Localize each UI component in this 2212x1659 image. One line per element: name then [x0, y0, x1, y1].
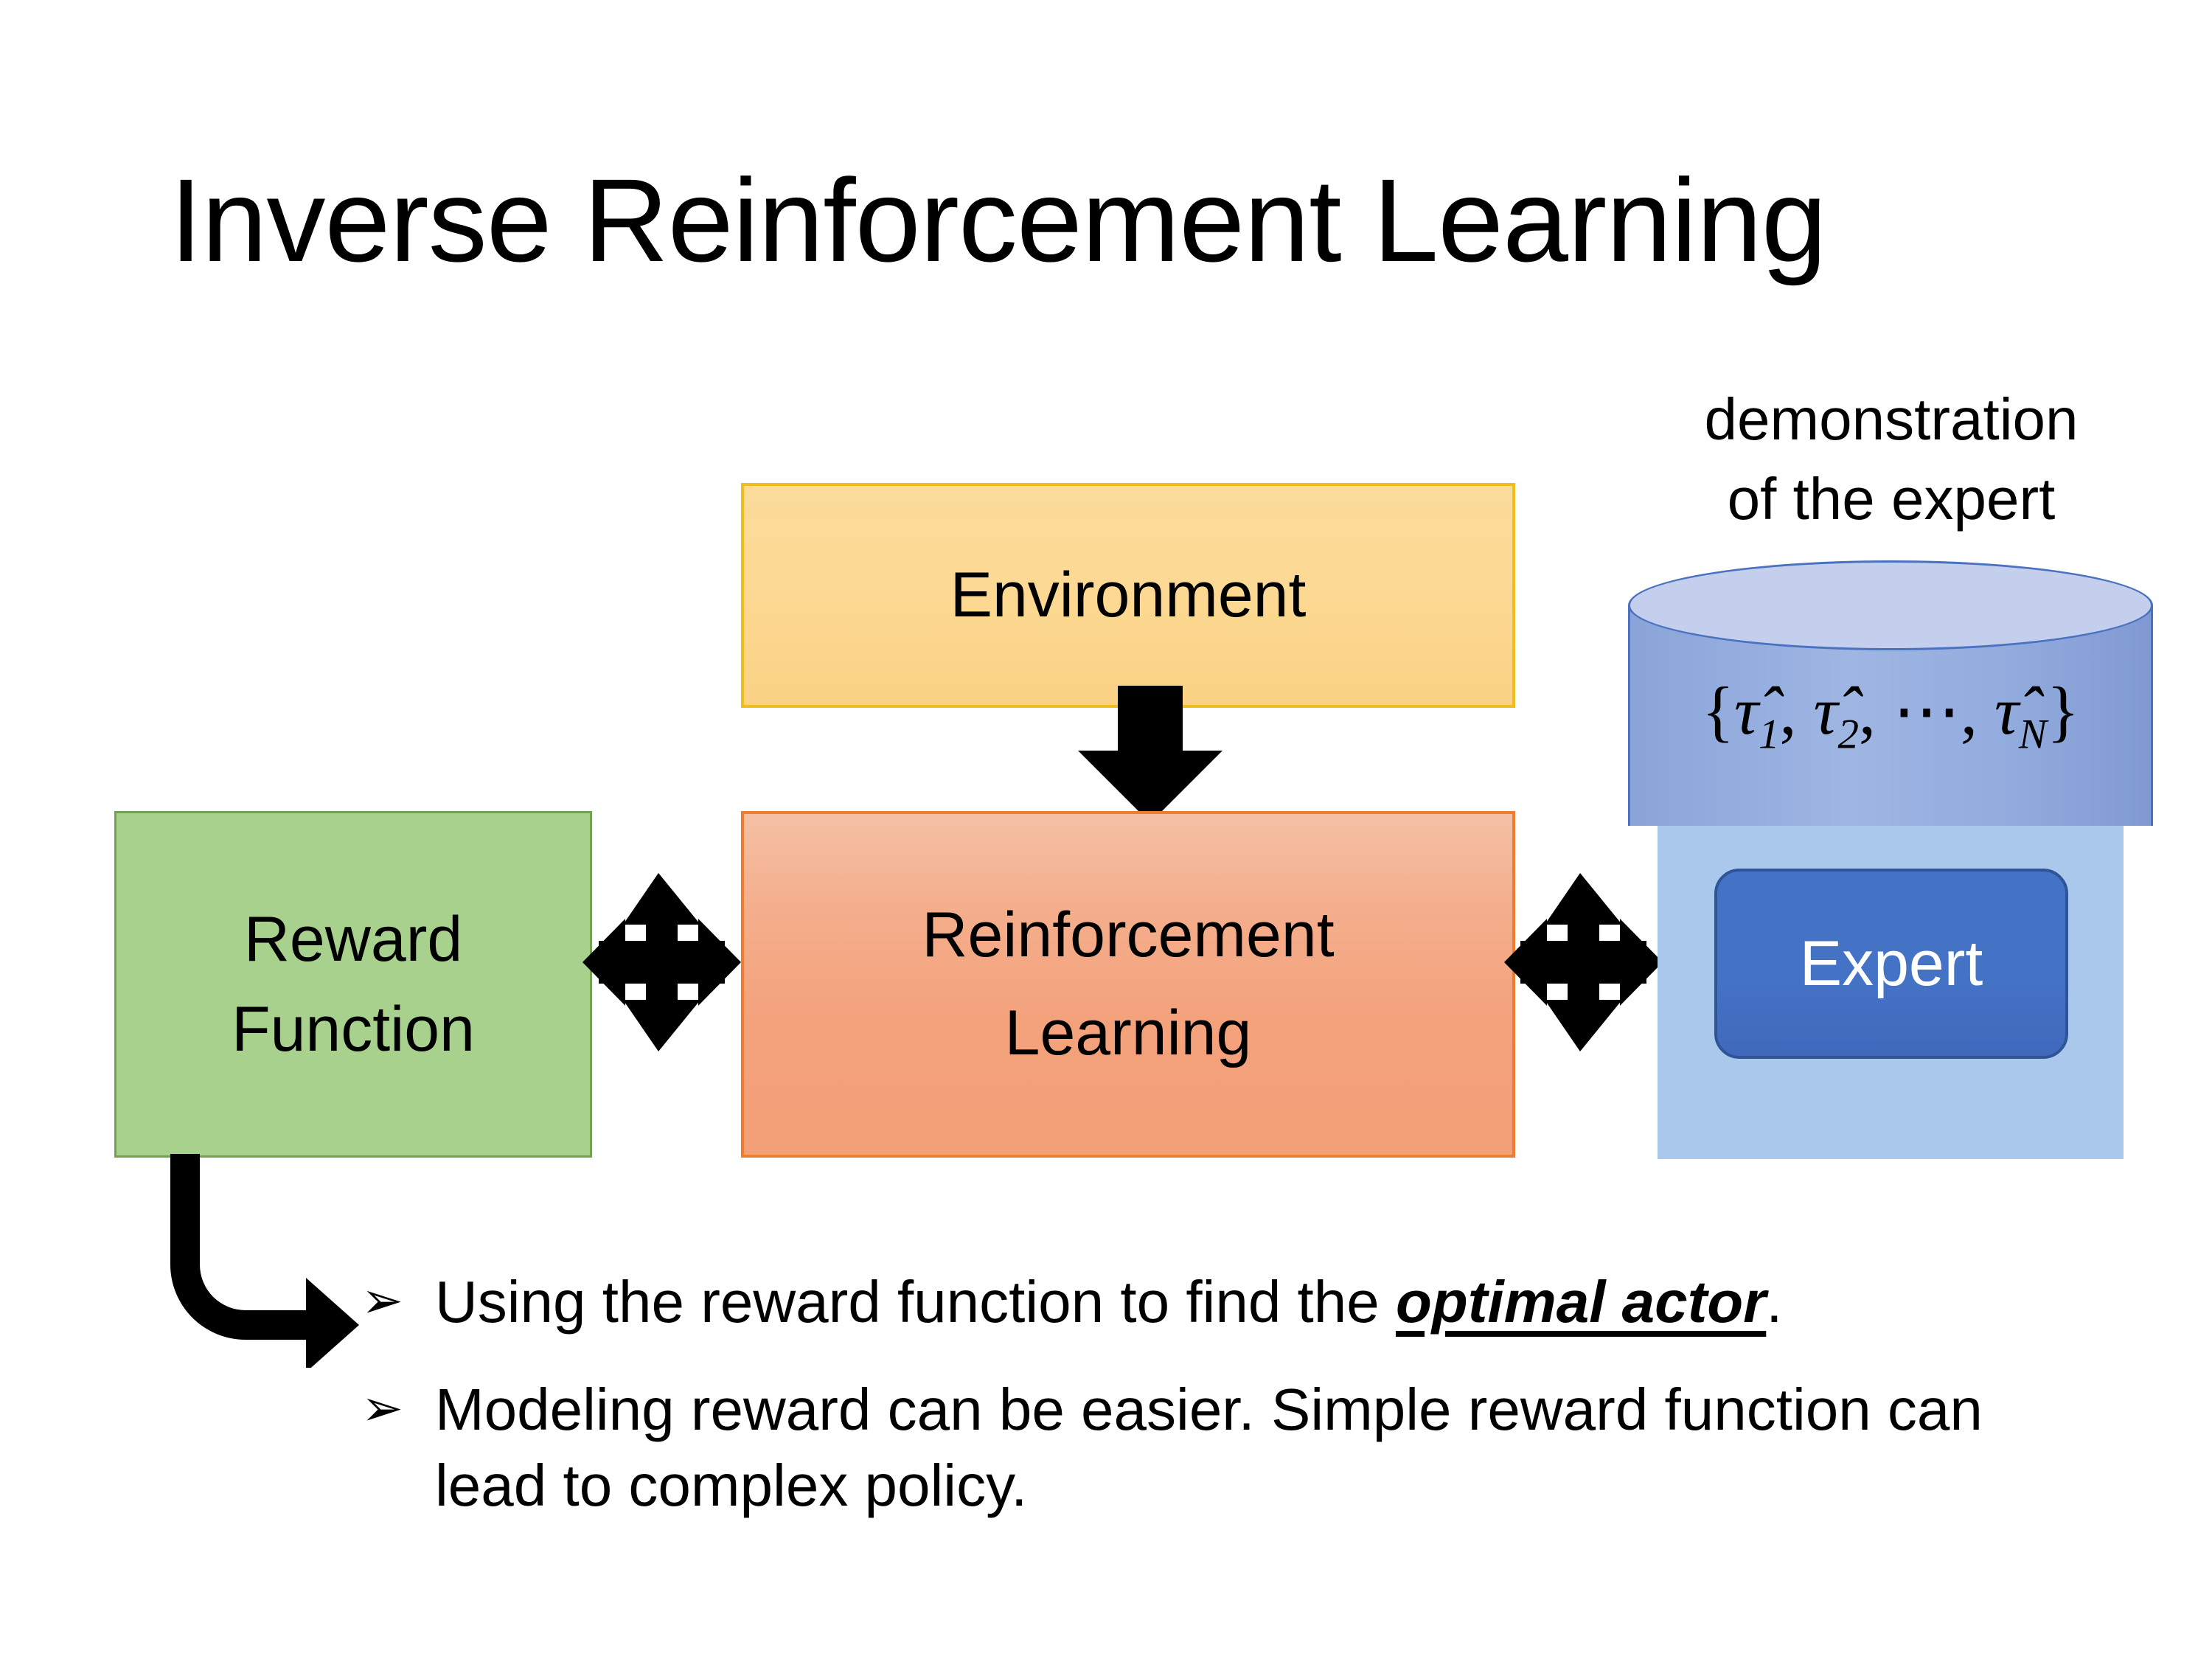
elbow-arrow-icon: [170, 1154, 359, 1368]
list-item: ➢ Modeling reward can be easier. Simple …: [361, 1372, 2101, 1523]
quad-arrow-icon-left: [582, 873, 741, 1051]
page-title: Inverse Reinforcement Learning: [170, 154, 1827, 286]
list-item: ➢ Using the reward function to find the …: [361, 1265, 2101, 1340]
reinforcement-learning-box[interactable]: Reinforcement Learning: [741, 811, 1515, 1158]
bullet-marker-icon: ➢: [361, 1380, 403, 1437]
bullet-text-before: Modeling reward can be easier. Simple re…: [435, 1377, 1983, 1518]
environment-label: Environment: [950, 560, 1307, 631]
expert-box[interactable]: Expert: [1714, 869, 2068, 1059]
rl-label-line1: Reinforcement: [922, 899, 1335, 970]
quad-arrow-icon-right: [1504, 873, 1663, 1051]
rl-label-line2: Learning: [1004, 998, 1252, 1068]
formula-close-brace: }: [2046, 673, 2080, 748]
cylinder-top-ellipse: [1628, 560, 2153, 650]
down-arrow-icon: [1078, 686, 1222, 823]
bullet-emphasis: optimal actor: [1395, 1269, 1767, 1335]
bullet-text-after: .: [1766, 1269, 1783, 1335]
bullet-text-before: Using the reward function to find the: [435, 1269, 1396, 1335]
reward-function-label-line1: Reward: [243, 903, 463, 975]
expert-label: Expert: [1799, 928, 1983, 999]
trajectory-set-formula: {τ̂1, τ̂2, ⋯, τ̂N}: [1701, 673, 2080, 758]
formula-open-brace: {: [1701, 673, 1735, 748]
demonstration-caption-line2: of the expert: [1727, 466, 2056, 532]
reward-function-label-line2: Function: [232, 994, 475, 1065]
environment-box[interactable]: Environment: [741, 483, 1515, 708]
bullet-marker-icon: ➢: [361, 1273, 403, 1329]
bullet-list: ➢ Using the reward function to find the …: [361, 1265, 2101, 1523]
demonstration-caption: demonstration of the expert: [1655, 380, 2127, 539]
demonstration-cylinder[interactable]: {τ̂1, τ̂2, ⋯, τ̂N}: [1628, 560, 2153, 855]
demonstration-caption-line1: demonstration: [1704, 386, 2079, 452]
reward-function-box[interactable]: Reward Function: [114, 811, 592, 1158]
